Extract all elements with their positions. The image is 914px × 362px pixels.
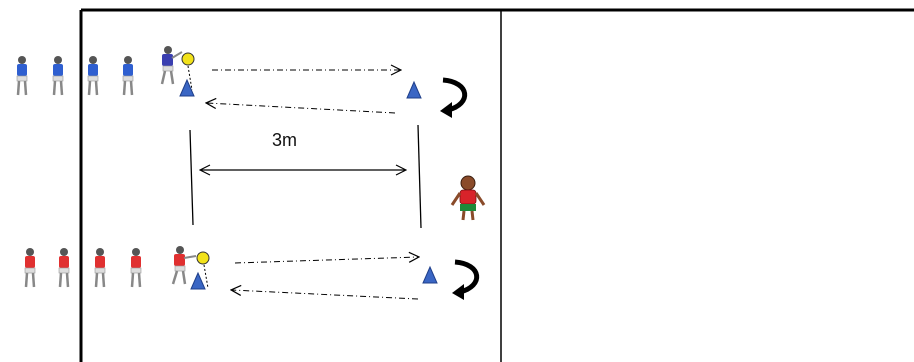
player-red-icon (130, 248, 142, 288)
cone-icon (190, 271, 206, 290)
cone-icon (422, 265, 438, 284)
red-queue (24, 248, 142, 288)
ball-icon (181, 52, 195, 66)
distance-label: 3m (272, 130, 297, 150)
player-with-ball-icon (160, 46, 195, 91)
player-blue-icon (87, 56, 99, 96)
turn-arrow-icon (452, 259, 480, 300)
player-with-ball-icon (171, 246, 210, 289)
pass-line-blue-back (207, 103, 396, 114)
player-blue-icon (16, 56, 28, 96)
pass-line-red-out (234, 257, 418, 264)
grid-line-left (189, 129, 194, 226)
player-blue-icon (122, 56, 134, 96)
blue-queue (16, 56, 134, 96)
turn-arrow-icon (440, 77, 468, 118)
coach-icon (450, 175, 486, 221)
grid-line-right (417, 124, 422, 229)
player-red-icon (58, 248, 70, 288)
cone-icon (179, 78, 195, 97)
ball-icon (196, 251, 210, 265)
player-red-icon (24, 248, 36, 288)
pass-line-red-back (232, 290, 419, 300)
cone-icon (406, 80, 422, 99)
player-red-icon (94, 248, 106, 288)
player-blue-icon (52, 56, 64, 96)
